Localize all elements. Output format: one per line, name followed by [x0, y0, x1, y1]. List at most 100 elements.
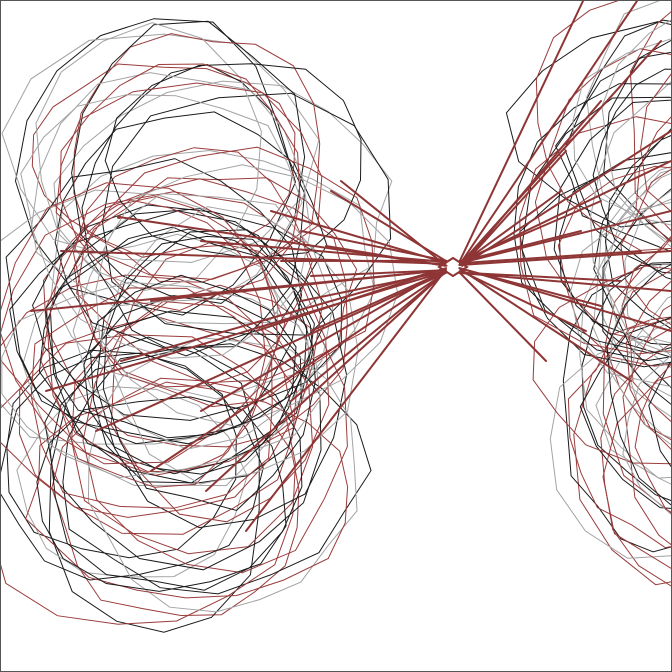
- connector-line: [461, 150, 567, 267]
- connector-line: [270, 210, 445, 263]
- connector-line: [200, 268, 447, 412]
- left-ring: [1, 352, 264, 581]
- right-ring: [608, 263, 671, 439]
- connector-line: [460, 271, 622, 282]
- connector-line: [310, 269, 446, 277]
- right-ring: [592, 68, 671, 280]
- left-ring: [72, 193, 334, 450]
- left-ring: [36, 396, 287, 592]
- left-ring: [104, 63, 362, 259]
- right-ring: [555, 51, 671, 253]
- left-ring: [1, 33, 320, 263]
- connector-line: [460, 1, 638, 263]
- left-ring: [55, 82, 323, 280]
- connector-line: [150, 272, 446, 472]
- left-ring: [71, 20, 306, 304]
- left-ring: [1, 189, 279, 445]
- left-ring: [110, 241, 330, 523]
- right-ring: [534, 48, 671, 342]
- connector-hub: [437, 256, 469, 278]
- left-ring: [101, 92, 392, 336]
- right-ring: [625, 280, 671, 450]
- right-ring: [505, 21, 671, 228]
- right-ring: [630, 296, 671, 446]
- right-ring: [593, 128, 671, 389]
- left-ring: [53, 80, 393, 325]
- right-ring: [579, 316, 671, 509]
- left-ring: [35, 22, 262, 292]
- right-ring: [603, 39, 671, 242]
- left-ring: [72, 147, 314, 388]
- left-ring: [50, 149, 376, 400]
- connector-line: [461, 100, 602, 266]
- connector-line: [245, 270, 446, 532]
- right-ring-cluster: [505, 1, 671, 587]
- left-ring: [18, 315, 298, 535]
- connector-line: [461, 130, 671, 267]
- right-ring: [592, 166, 671, 418]
- left-ring: [1, 182, 286, 465]
- left-ring: [48, 336, 260, 633]
- right-ring: [621, 237, 671, 423]
- right-ring: [601, 19, 671, 248]
- right-ring: [604, 134, 671, 330]
- connector-line: [462, 160, 671, 263]
- left-ring: [82, 284, 348, 574]
- right-ring: [553, 99, 671, 358]
- right-ring: [558, 152, 671, 346]
- connector-line: [459, 267, 671, 332]
- connector-line: [458, 1, 584, 263]
- right-ring: [602, 269, 671, 514]
- left-ring: [73, 177, 358, 408]
- left-ring: [76, 146, 375, 384]
- right-ring: [635, 116, 671, 242]
- right-ring: [535, 1, 671, 251]
- right-ring: [562, 261, 671, 553]
- left-ring: [81, 63, 306, 348]
- right-ring: [573, 318, 671, 586]
- left-ring: [51, 377, 300, 617]
- left-ring: [25, 381, 349, 599]
- connector-line: [45, 270, 446, 392]
- right-ring: [640, 73, 671, 212]
- left-ring: [16, 385, 248, 578]
- left-ring-cluster: [1, 18, 399, 633]
- left-ring: [71, 300, 314, 555]
- right-ring: [622, 304, 671, 546]
- connector-line: [459, 250, 671, 266]
- left-ring: [73, 33, 321, 283]
- right-ring: [603, 169, 671, 368]
- right-ring: [513, 83, 671, 362]
- left-ring: [30, 72, 311, 359]
- right-ring: [606, 263, 671, 506]
- right-ring: [600, 343, 671, 587]
- right-ring: [589, 81, 671, 353]
- right-ring: [569, 198, 671, 387]
- right-ring: [567, 316, 671, 549]
- left-ring: [6, 349, 237, 559]
- left-ring: [44, 228, 315, 439]
- connector-line: [290, 271, 447, 402]
- connector-line: [95, 271, 448, 432]
- connector-line: [120, 267, 447, 362]
- left-ring: [59, 63, 301, 312]
- left-ring: [49, 346, 303, 591]
- connector-line: [458, 271, 671, 292]
- right-ring: [557, 165, 671, 367]
- right-ring: [564, 19, 671, 274]
- right-ring: [532, 265, 671, 465]
- connector-line: [310, 270, 447, 332]
- right-ring: [601, 172, 671, 397]
- left-ring: [38, 226, 308, 475]
- right-ring: [602, 375, 671, 569]
- connector-line: [150, 268, 447, 302]
- right-ring: [549, 335, 671, 559]
- right-ring: [595, 321, 671, 485]
- connector-line: [461, 190, 562, 264]
- connector-lines: [30, 1, 671, 532]
- left-ring: [42, 178, 348, 448]
- left-ring: [83, 274, 297, 475]
- connector-line: [205, 270, 448, 492]
- connector-line: [255, 268, 445, 332]
